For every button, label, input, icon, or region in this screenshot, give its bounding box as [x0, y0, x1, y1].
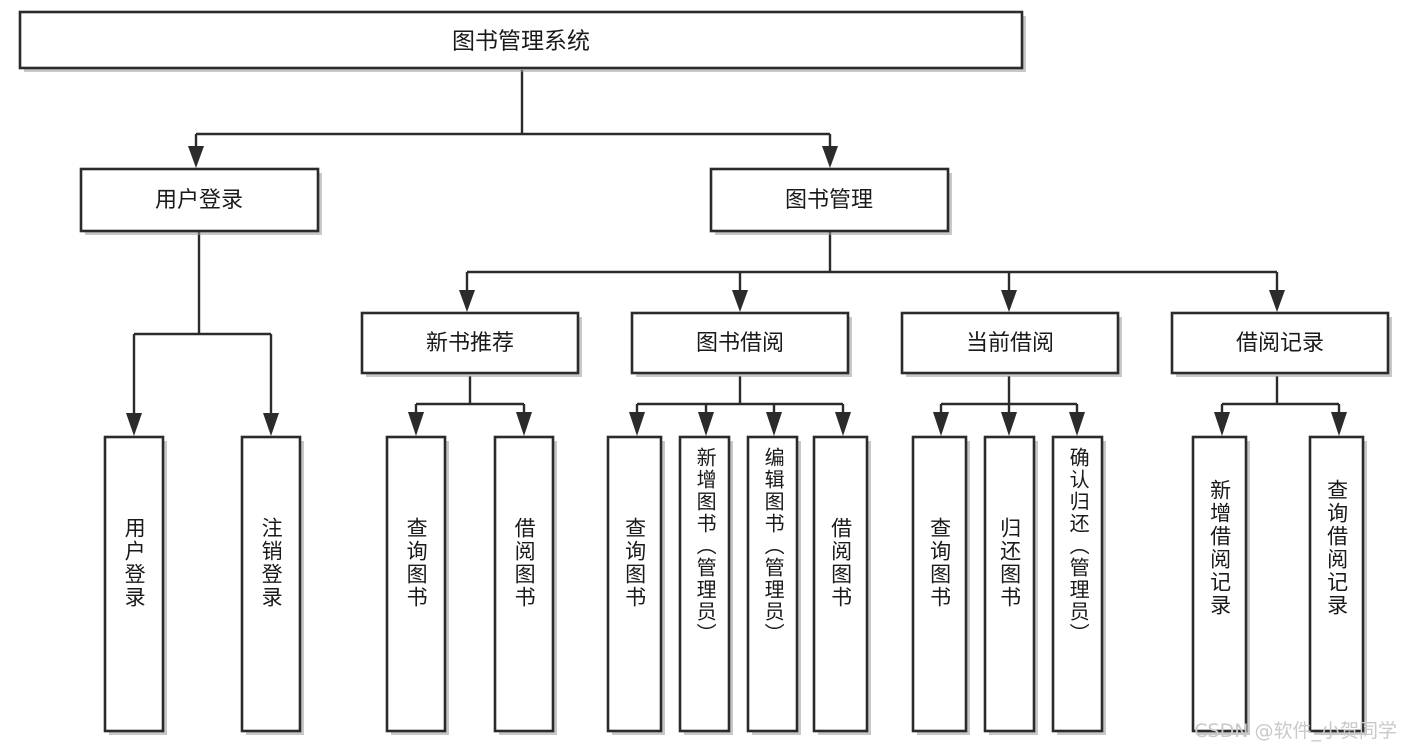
node-user-login[interactable]: 用户登录 — [79, 167, 322, 235]
connector-root-to-level2 — [188, 70, 838, 168]
node-leaf-query-book-2[interactable] — [606, 435, 665, 735]
node-borrow-record[interactable]: 借阅记录 — [1170, 311, 1392, 377]
node-book-borrow[interactable]: 图书借阅 — [630, 311, 852, 377]
node-leaf-borrow-book-1[interactable] — [493, 435, 557, 735]
node-book-borrow-label: 图书借阅 — [696, 331, 784, 356]
node-leaf-query-book-3[interactable] — [911, 435, 970, 735]
connector-book-borrow-to-leaves — [629, 376, 851, 436]
node-user-login-label: 用户登录 — [155, 188, 243, 213]
connector-borrow-record-to-leaves — [1214, 376, 1347, 436]
node-book-management[interactable]: 图书管理 — [709, 167, 952, 235]
connector-user-login-to-leaves — [126, 232, 279, 436]
node-borrow-record-label: 借阅记录 — [1236, 331, 1324, 356]
node-leaf-query-record[interactable] — [1308, 435, 1367, 735]
connector-book-management-to-level3 — [459, 232, 1285, 312]
node-leaf-return-book[interactable] — [983, 435, 1038, 735]
node-leaf-query-book-1[interactable] — [385, 435, 449, 735]
node-leaf-add-book[interactable] — [678, 435, 733, 735]
connector-new-book-recommend-to-leaves — [408, 376, 532, 436]
node-new-book-recommend[interactable]: 新书推荐 — [360, 311, 582, 377]
node-leaf-borrow-book-2[interactable] — [812, 435, 871, 735]
node-root-label: 图书管理系统 — [452, 29, 590, 55]
node-current-borrow[interactable]: 当前借阅 — [900, 311, 1122, 377]
node-root[interactable]: 图书管理系统 — [18, 10, 1026, 72]
node-leaf-add-record[interactable] — [1191, 435, 1250, 735]
node-leaf-user-login[interactable] — [103, 435, 167, 735]
node-new-book-recommend-label: 新书推荐 — [426, 331, 514, 356]
node-current-borrow-label: 当前借阅 — [966, 331, 1054, 356]
watermark-text: CSDN @软件_小贺同学 — [1194, 720, 1397, 742]
node-leaf-edit-book[interactable] — [746, 435, 801, 735]
node-book-management-label: 图书管理 — [785, 188, 873, 213]
connector-current-borrow-to-leaves — [933, 376, 1085, 436]
node-leaf-confirm-return[interactable] — [1051, 435, 1106, 735]
node-leaf-logout-login[interactable] — [240, 435, 304, 735]
